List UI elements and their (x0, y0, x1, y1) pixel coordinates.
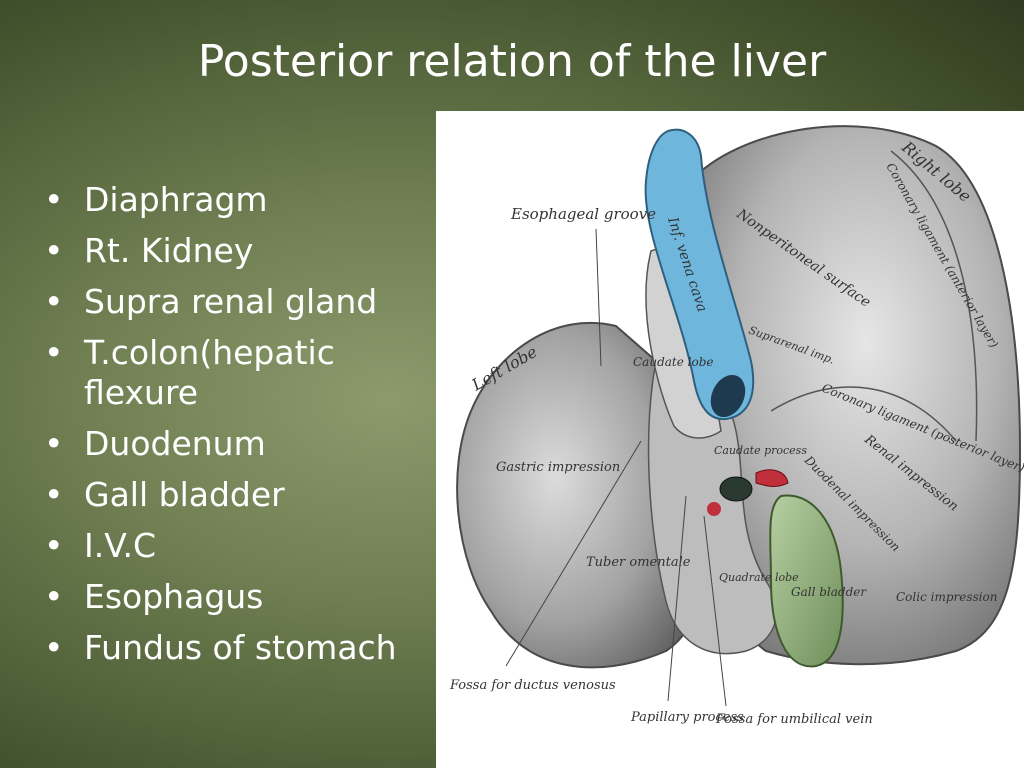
label-esophageal-groove: Esophageal groove (510, 205, 656, 223)
bullet-text: Rt. Kidney (84, 231, 254, 270)
bullet-text: Duodenum (84, 424, 266, 463)
label-fossa-umbilical-vein: Fossa for umbilical vein (715, 712, 873, 727)
bullet-item: • T.colon(hepatic flexure (44, 333, 434, 413)
label-gall-bladder: Gall bladder (791, 585, 867, 599)
bullet-text: Esophagus (84, 577, 264, 616)
bullet-text: Supra renal gland (84, 282, 378, 321)
bullet-text: Gall bladder (84, 475, 285, 514)
leader-line (667, 495, 687, 702)
liver-diagram: Esophageal groove Inf. vena cava Nonperi… (449, 125, 1024, 727)
leader-line (595, 228, 602, 367)
bullet-text: Fundus of stomach (84, 628, 397, 667)
bullet-item: • Supra renal gland (44, 282, 434, 322)
liver-illustration: Esophageal groove Inf. vena cava Nonperi… (436, 111, 1024, 768)
bullet-dot-icon: • (44, 180, 64, 219)
bullet-item: • Gall bladder (44, 475, 434, 515)
bullet-dot-icon: • (44, 282, 64, 321)
bullet-item: • Duodenum (44, 424, 434, 464)
bullet-dot-icon: • (44, 577, 64, 616)
coronary-ligament-anterior-line (890, 150, 978, 442)
bullet-dot-icon: • (44, 231, 64, 270)
bullet-item: • Esophagus (44, 577, 434, 617)
label-quadrate-lobe: Quadrate lobe (719, 571, 799, 584)
coronary-ligament-posterior-line (770, 386, 957, 442)
bullet-dot-icon: • (44, 424, 64, 463)
bullet-dot-icon: • (44, 475, 64, 514)
bullet-list: • Diaphragm • Rt. Kidney • Supra renal glan… (44, 180, 434, 679)
label-colic-impression: Colic impression (896, 590, 997, 604)
bullet-item: • Diaphragm (44, 180, 434, 220)
bullet-dot-icon: • (44, 333, 64, 372)
portal-vein-shape (719, 476, 753, 502)
bullet-text: T.colon(hepatic flexure (84, 333, 335, 412)
bullet-text: Diaphragm (84, 180, 268, 219)
artery-dot (707, 502, 721, 516)
label-caudate-process: Caudate process (714, 444, 807, 457)
slide-title: Posterior relation of the liver (197, 36, 827, 87)
vena-cava-opening (710, 374, 746, 418)
label-tuber-omentale: Tuber omentale (586, 555, 691, 570)
bullet-item: • Fundus of stomach (44, 628, 434, 668)
hepatic-artery-shape (755, 469, 789, 487)
bullet-item: • I.V.C (44, 526, 434, 566)
gall-bladder-shape (769, 494, 844, 668)
label-fossa-ductus-venosus: Fossa for ductus venosus (449, 678, 616, 693)
bullet-dot-icon: • (44, 628, 64, 667)
bullet-dot-icon: • (44, 526, 64, 565)
vena-cava-shape (644, 128, 755, 421)
bullet-item: • Rt. Kidney (44, 231, 434, 271)
label-papillary-process: Papillary process (630, 710, 744, 725)
leader-line (505, 440, 642, 667)
leader-line (703, 515, 727, 707)
label-caudate-lobe: Caudate lobe (633, 355, 713, 369)
label-gastric-impression: Gastric impression (496, 460, 620, 475)
bullet-text: I.V.C (84, 526, 157, 565)
